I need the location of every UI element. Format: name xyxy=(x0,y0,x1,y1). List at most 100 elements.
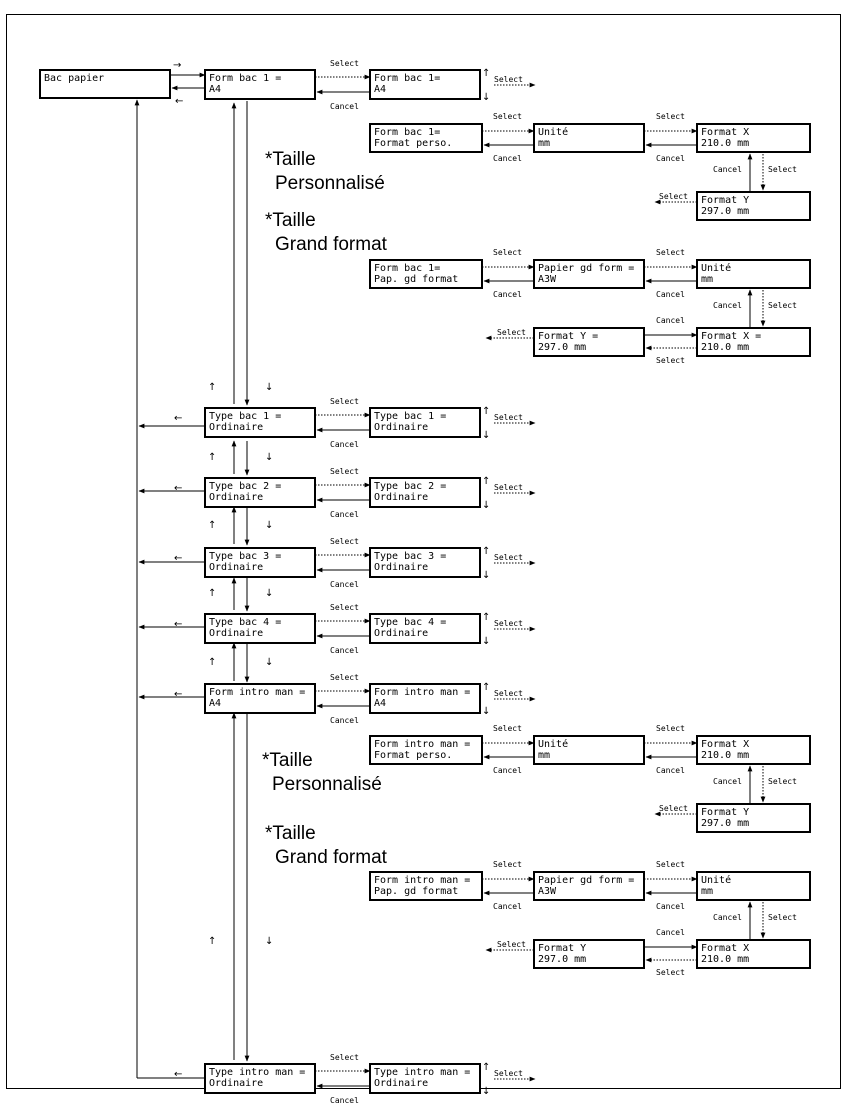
menu-row-1-up-glyph: ↑ xyxy=(482,406,490,417)
custom-flow-0-unit-box-line2: mm xyxy=(538,138,550,149)
custom-flow-0-format-x-box-line2: 210.0 mm xyxy=(701,138,749,149)
menu-row-1-left-glyph: ← xyxy=(174,413,182,424)
note-custom-2-line2: Personnalisé xyxy=(272,774,382,795)
menu-row-5-value-box: Form intro man =A4 xyxy=(369,683,481,714)
menu-row-4-item-box: Type bac 4 =Ordinaire xyxy=(204,613,316,644)
large-flow-0-format-y-box-line1: Format Y = xyxy=(538,331,598,342)
menu-row-2-item-box-line1: Type bac 2 = xyxy=(209,481,281,492)
menu-row-2-value-box-frame xyxy=(369,477,481,508)
nav-up-glyph-e: ↑ xyxy=(208,657,216,668)
menu-row-1-value-box-frame xyxy=(369,407,481,438)
large-flow-1-select-3: Select xyxy=(768,913,797,922)
nav-up-glyph-a: ↑ xyxy=(208,382,216,393)
menu-row-6-item-box: Type intro man =Ordinaire xyxy=(204,1063,316,1094)
menu-row-1-value-box-line1: Type bac 1 = xyxy=(374,411,446,422)
large-flow-1-format-y-box-frame xyxy=(533,939,645,969)
menu-row-2-down-glyph: ↓ xyxy=(482,500,490,511)
menu-row-3-item-box-line2: Ordinaire xyxy=(209,562,263,573)
large-flow-0-unit-box-frame xyxy=(696,259,811,289)
menu-row-6-item-box-frame xyxy=(204,1063,316,1094)
menu-row-3-select-label: Select xyxy=(330,537,359,546)
menu-row-6-value-box-frame xyxy=(369,1063,481,1094)
custom-flow-0-source-box-line2: Format perso. xyxy=(374,138,452,149)
menu-row-3-cancel-label: Cancel xyxy=(330,580,359,589)
menu-row-4-value-box-frame xyxy=(369,613,481,644)
nav-down-glyph-b: ↓ xyxy=(265,452,273,463)
nav-down-glyph-a: ↓ xyxy=(265,382,273,393)
large-flow-0-source-box-frame xyxy=(369,259,483,289)
menu-row-1-value-box-line2: Ordinaire xyxy=(374,422,428,433)
menu-row-6-cancel-label: Cancel xyxy=(330,1096,359,1103)
custom-flow-1-source-box-line1: Form intro man = xyxy=(374,739,470,750)
large-flow-0-select-1: Select xyxy=(493,248,522,257)
large-flow-1-source-box-line1: Form intro man = xyxy=(374,875,470,886)
menu-row-6-down-glyph: ↓ xyxy=(482,1086,490,1097)
menu-row-4-down-glyph: ↓ xyxy=(482,636,490,647)
nav-down-glyph-f: ↓ xyxy=(265,936,273,947)
large-flow-0-cancel-2: Cancel xyxy=(656,290,685,299)
custom-flow-0-select-4: Select xyxy=(659,192,688,201)
custom-flow-0-select-3: Select xyxy=(768,165,797,174)
menu-row-0-select-label: Select xyxy=(330,59,359,68)
menu-row-0-down-glyph: ↓ xyxy=(482,92,490,103)
large-flow-1-format-y-box-line2: 297.0 mm xyxy=(538,954,586,965)
menu-row-6-item-box-line2: Ordinaire xyxy=(209,1078,263,1089)
root-box-bac-papier: Bac papier xyxy=(39,69,171,99)
large-flow-1-source-box-line2: Pap. gd format xyxy=(374,886,458,897)
menu-row-5-value-box-line1: Form intro man = xyxy=(374,687,470,698)
menu-row-2-item-box-line2: Ordinaire xyxy=(209,492,263,503)
menu-row-1-select-label: Select xyxy=(330,397,359,406)
large-flow-0-source-box: Form bac 1=Pap. gd format xyxy=(369,259,483,289)
custom-flow-0-source-box-frame xyxy=(369,123,483,153)
menu-row-4-item-box-frame xyxy=(204,613,316,644)
menu-row-3-value-box-line2: Ordinaire xyxy=(374,562,428,573)
large-flow-0-paper-box-line2: A3W xyxy=(538,274,557,285)
large-flow-1-format-y-box-line1: Format Y xyxy=(538,943,586,954)
custom-flow-1-select-2: Select xyxy=(656,724,685,733)
large-flow-1-paper-box-frame xyxy=(533,871,645,901)
menu-row-2-item-box: Type bac 2 =Ordinaire xyxy=(204,477,316,508)
custom-flow-1-format-y-box-line2: 297.0 mm xyxy=(701,818,749,829)
menu-row-5-item-box-line1: Form intro man = xyxy=(209,687,305,698)
custom-flow-1-format-y-box-frame xyxy=(696,803,811,833)
menu-row-6-select-label: Select xyxy=(330,1053,359,1062)
large-flow-1-select-5: Select xyxy=(497,940,526,949)
custom-flow-0-select-1: Select xyxy=(493,112,522,121)
large-flow-0-format-y-box-line2: 297.0 mm xyxy=(538,342,586,353)
menu-row-5-select-label: Select xyxy=(330,673,359,682)
note-custom-1-line2: Personnalisé xyxy=(275,173,385,194)
nav-up-glyph-c: ↑ xyxy=(208,520,216,531)
menu-row-5-item-box: Form intro man =A4 xyxy=(204,683,316,714)
menu-row-0-cancel-label: Cancel xyxy=(330,102,359,111)
menu-row-1-item-box-frame xyxy=(204,407,316,438)
custom-flow-0-cancel-3: Cancel xyxy=(713,165,742,174)
note-large-1-line1: *Taille xyxy=(265,210,316,231)
menu-row-3-left-glyph: ← xyxy=(174,553,182,564)
menu-row-0-value-box-line2: A4 xyxy=(374,84,386,95)
large-flow-1-cancel-1: Cancel xyxy=(493,902,522,911)
large-flow-1-source-box-frame xyxy=(369,871,483,901)
custom-flow-0-format-y-box-line1: Format Y xyxy=(701,195,749,206)
large-flow-0-cancel-3: Cancel xyxy=(713,301,742,310)
menu-row-2-select-label: Select xyxy=(330,467,359,476)
menu-row-0-value-box-line1: Form bac 1= xyxy=(374,73,440,84)
custom-flow-0-cancel-1: Cancel xyxy=(493,154,522,163)
menu-row-1-item-box-line2: Ordinaire xyxy=(209,422,263,433)
menu-row-5-value-box-frame xyxy=(369,683,481,714)
large-flow-0-select-3: Select xyxy=(768,301,797,310)
menu-row-1-item-box-line1: Type bac 1 = xyxy=(209,411,281,422)
menu-row-4-cancel-label: Cancel xyxy=(330,646,359,655)
menu-row-4-item-box-line2: Ordinaire xyxy=(209,628,263,639)
custom-flow-1-select-1: Select xyxy=(493,724,522,733)
menu-row-0-value-box-frame xyxy=(369,69,481,100)
large-flow-0-cancel-4: Cancel xyxy=(656,316,685,325)
note-large-2-line1: *Taille xyxy=(265,823,316,844)
menu-row-5-item-box-line2: A4 xyxy=(209,698,221,709)
custom-flow-1-select-3: Select xyxy=(768,777,797,786)
menu-row-6-value-box: Type intro man =Ordinaire xyxy=(369,1063,481,1094)
